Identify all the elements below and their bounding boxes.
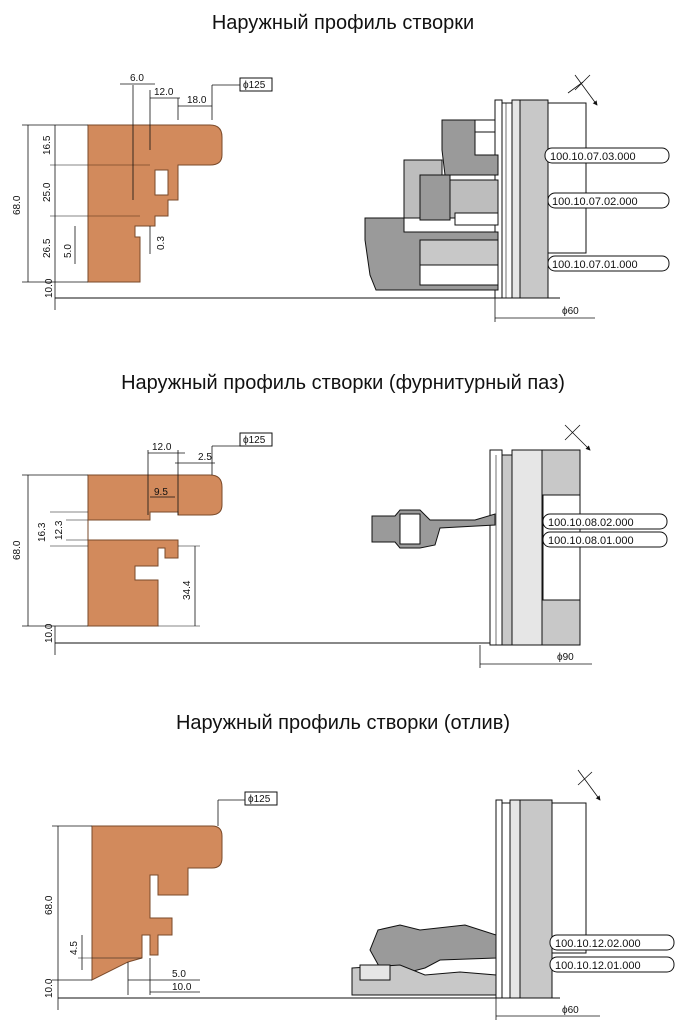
dim-5-0: 5.0	[63, 244, 74, 258]
dim-68-0-a: 68.0	[12, 195, 23, 215]
part-label-2b: 100.10.08.01.000	[548, 535, 634, 547]
tool-assembly-3	[351, 769, 601, 999]
wood-profile-1	[87, 124, 223, 283]
dia-125-c: ϕ125	[248, 794, 271, 805]
dim-12-3: 12.3	[54, 520, 65, 540]
dim-12-0-b: 12.0	[152, 442, 172, 453]
part-label-1c: 100.10.07.01.000	[552, 259, 638, 271]
dim-34-4: 34.4	[182, 580, 193, 600]
dim-16-5: 16.5	[42, 135, 53, 155]
section-1-title: Наружный профиль створки	[211, 12, 475, 34]
part-label-2a: 100.10.08.02.000	[548, 517, 634, 529]
bore-dia-3: ϕ60	[562, 1005, 579, 1016]
dim-0-3: 0.3	[156, 236, 167, 250]
dia-125-b: ϕ125	[243, 435, 266, 446]
section-3-drawing: ϕ125 68.0 4.5 10.0 5.0 10.0 100.10.	[44, 769, 675, 1020]
tool-assembly-1	[364, 74, 598, 299]
bore-dia-2: ϕ90	[557, 652, 574, 663]
part-label-1a: 100.10.07.03.000	[550, 151, 636, 163]
dim-12-0: 12.0	[154, 87, 174, 98]
wood-profile-2	[87, 474, 223, 627]
dim-25-0: 25.0	[42, 182, 53, 202]
section-1-drawing: 6.0 12.0 18.0 ϕ125 68.0 16.5 25.0 26.5 5…	[12, 73, 670, 322]
dim-10-0-b: 10.0	[44, 623, 55, 643]
dim-5-0-c: 5.0	[172, 969, 186, 980]
dim-2-5: 2.5	[198, 452, 212, 463]
part-label-3b: 100.10.12.01.000	[555, 960, 641, 972]
section-3-title: Наружный профиль створки (отлив)	[175, 712, 511, 734]
dim-10-0-d: 10.0	[172, 982, 192, 993]
part-label-1b: 100.10.07.02.000	[552, 196, 638, 208]
section-2-title: Наружный профиль створки (фурнитурный па…	[121, 372, 565, 394]
wood-profile-3	[91, 825, 223, 981]
section-2-drawing: 12.0 2.5 9.5 ϕ125 68.0 16.3 12.3 34.4 10…	[12, 424, 668, 668]
dim-9-5: 9.5	[154, 487, 168, 498]
dim-18-0: 18.0	[187, 95, 207, 106]
part-label-3a: 100.10.12.02.000	[555, 938, 641, 950]
dim-68-0-b: 68.0	[12, 540, 23, 560]
dim-26-5: 26.5	[42, 238, 53, 258]
bore-dia-1: ϕ60	[562, 306, 579, 317]
dim-16-3: 16.3	[37, 522, 48, 542]
dim-10-0-c: 10.0	[44, 978, 55, 998]
dim-6-0: 6.0	[130, 73, 144, 84]
dim-10-0-a: 10.0	[44, 278, 55, 298]
dim-68-0-c: 68.0	[44, 895, 55, 915]
dia-125-a: ϕ125	[243, 80, 266, 91]
dim-4-5: 4.5	[69, 941, 80, 955]
